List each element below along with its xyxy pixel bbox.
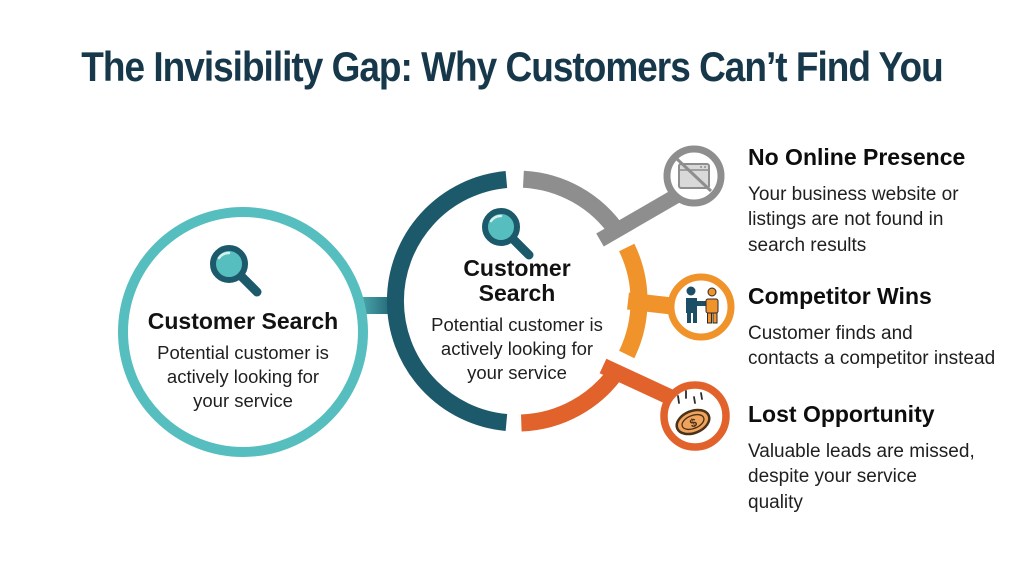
branch-competitor-wins: Competitor Wins Customer finds and conta…: [748, 283, 1024, 372]
browser-no-presence-icon: [675, 157, 713, 193]
ring-segment-orange: [618, 243, 648, 359]
left-search-title: Customer Search: [147, 308, 339, 334]
branch-title: Competitor Wins: [748, 283, 932, 309]
competitor-people-icon: [686, 286, 719, 324]
branch-description: Customer finds and contacts a competitor…: [748, 323, 996, 370]
center-search-title: Customer Search: [463, 255, 571, 306]
lost-coin-icon: $: [675, 390, 711, 436]
svg-text:$: $: [688, 415, 700, 431]
competitor-wins-circle: [667, 273, 735, 341]
branch-lost-opportunity: Lost Opportunity Valuable leads are miss…: [748, 401, 1010, 515]
center-search-description: Potential customer is actively looking f…: [431, 313, 603, 383]
branch-description: Valuable leads are missed, despite your …: [748, 441, 975, 513]
branch-no-online-presence: No Online Presence Your business website…: [748, 144, 998, 258]
left-search-node: Customer Search Potential customer is ac…: [123, 309, 363, 413]
center-search-ring: [386, 170, 648, 432]
left-search-circle: [118, 207, 368, 457]
ring-segment-gray: [522, 170, 626, 238]
branch-description: Your business website or listings are no…: [748, 184, 959, 256]
search-magnifier-icon: [210, 245, 262, 297]
ring-segment-teal: [386, 171, 508, 431]
center-search-node: Customer Search Potential customer is ac…: [397, 256, 637, 385]
branch-title: No Online Presence: [748, 144, 966, 170]
search-magnifier-icon: [482, 208, 534, 260]
ring-segment-orange-dark: [520, 364, 626, 432]
left-search-description: Potential customer is actively looking f…: [157, 341, 329, 411]
page-title: The Invisibility Gap: Why Customers Can’…: [81, 44, 943, 90]
branch-title: Lost Opportunity: [748, 401, 935, 427]
